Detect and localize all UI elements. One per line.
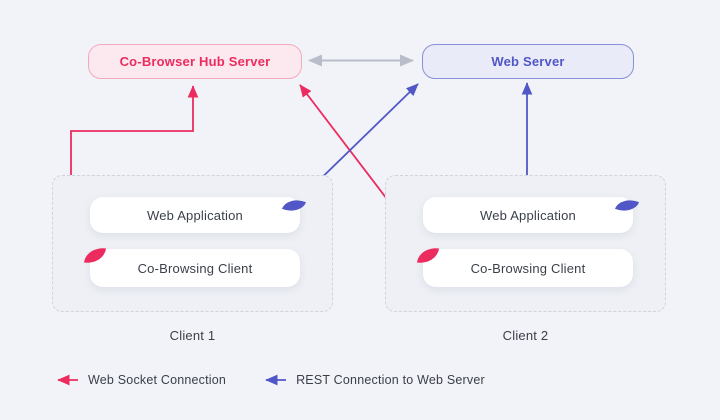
client1-group: Web Application Co-Browsing Client [52, 175, 333, 312]
client2-group: Web Application Co-Browsing Client [385, 175, 666, 312]
client2-web-application-node: Web Application [423, 197, 633, 233]
legend: Web Socket Connection REST Connection to… [50, 373, 485, 387]
legend-item-websocket: Web Socket Connection [50, 373, 226, 387]
client2-web-application-label: Web Application [480, 207, 576, 223]
legend-item-rest: REST Connection to Web Server [258, 373, 485, 387]
web-server-node: Web Server [422, 44, 634, 79]
client2-caption: Client 2 [502, 328, 549, 343]
client1-co-browsing-client-label: Co-Browsing Client [137, 260, 253, 276]
client1-web-application-label: Web Application [147, 207, 243, 223]
client1-web-application-node: Web Application [90, 197, 300, 233]
client1-caption: Client 1 [169, 328, 216, 343]
websocket-left-arrow-icon [57, 374, 78, 386]
rest-left-arrow-icon [265, 374, 287, 386]
co-browser-hub-server-label: Co-Browser Hub Server [119, 54, 271, 69]
client2-co-browsing-client-label: Co-Browsing Client [470, 260, 586, 276]
client1-co-browsing-client-node: Co-Browsing Client [90, 249, 300, 287]
web-server-label: Web Server [491, 54, 565, 69]
legend-rest-label: REST Connection to Web Server [296, 373, 485, 387]
legend-websocket-label: Web Socket Connection [88, 373, 227, 387]
co-browser-hub-server-node: Co-Browser Hub Server [88, 44, 302, 79]
client2-co-browsing-client-node: Co-Browsing Client [423, 249, 633, 287]
